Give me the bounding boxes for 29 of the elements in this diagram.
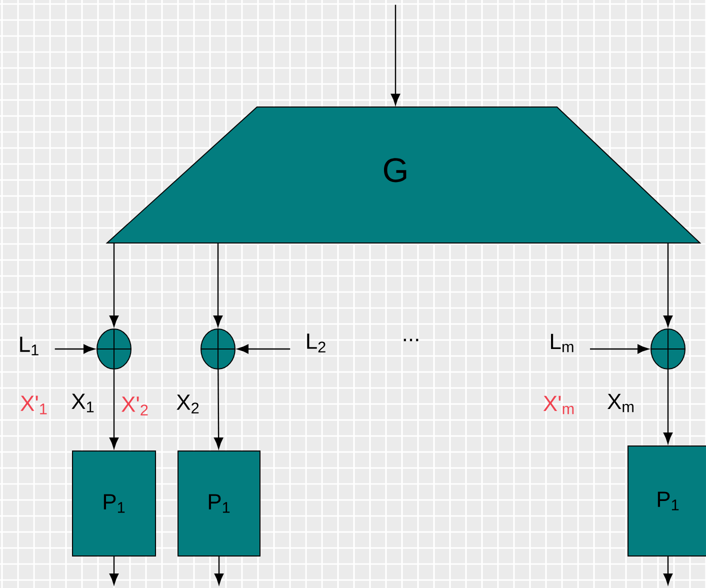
arrow [663, 370, 673, 444]
variable-label: X'$_{1}$ [20, 396, 47, 414]
ellipsis: ... [404, 338, 418, 342]
arrow [54, 344, 95, 354]
xor-circle [96, 328, 132, 370]
variable-label: X$_{1}$ [72, 394, 94, 412]
arrow [663, 243, 673, 327]
input-label: L$_{2}$ [307, 334, 326, 352]
arrow [109, 556, 119, 585]
process-box: P$_{1}$ [628, 446, 706, 556]
arrow [213, 243, 223, 327]
arrow [590, 344, 649, 354]
input-label: L$_{m}$ [551, 334, 574, 352]
arrow [663, 556, 673, 585]
input-label: L$_{1}$ [20, 336, 38, 356]
arrow [109, 370, 119, 449]
arrow [214, 556, 224, 585]
variable-label: X'$_{2}$ [122, 396, 148, 416]
process-box: P$_{1}$ [72, 450, 156, 556]
variable-label: X$_{2}$ [176, 394, 199, 414]
arrow [109, 243, 119, 327]
arrow [390, 4, 400, 105]
variable-label: X'$_{m}$ [543, 396, 574, 414]
variable-label: X$_{m}$ [608, 394, 634, 412]
xor-circle [200, 328, 236, 370]
arrow [214, 370, 224, 449]
process-box: P$_{1}$ [178, 450, 260, 556]
xor-circle [650, 328, 686, 370]
arrow [237, 344, 290, 354]
